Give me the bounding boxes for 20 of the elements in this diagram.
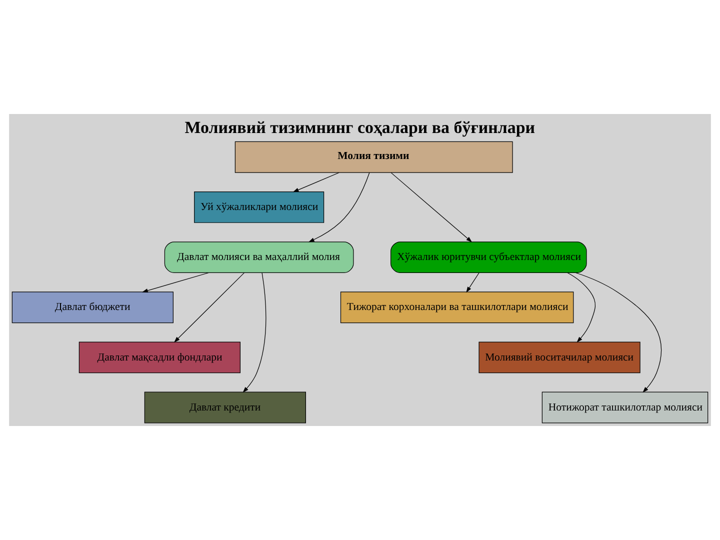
- diagram-title: Молиявий тизимнинг соҳалари ва бўғинлари: [184, 118, 536, 137]
- arrow: [390, 172, 472, 242]
- node-box: Нотижорат ташкилотлар молияси: [542, 392, 708, 424]
- node-box: Давлат кредити: [144, 392, 306, 424]
- node-box: Давлат бюджети: [12, 292, 174, 324]
- node-box: Молиявий воситачилар молияси: [478, 342, 640, 374]
- node-box: Давлат мақсадли фондлари: [78, 342, 241, 374]
- arrow: [292, 172, 340, 192]
- arrow: [575, 272, 662, 393]
- arrow: [142, 272, 210, 293]
- arrow: [308, 172, 370, 242]
- arrow: [466, 272, 480, 293]
- arrow: [174, 272, 245, 342]
- node-box: Давлат молияси ва маҳаллий молия: [164, 242, 354, 273]
- node-box: Уй хўжаликлари молияси: [194, 192, 324, 223]
- node-box: Молия тизими: [234, 141, 513, 173]
- node-box: Хўжалик юритувчи субъектлар молияси: [390, 242, 587, 273]
- arrow: [242, 272, 266, 393]
- node-box: Тижорат корхоналари ва ташкилотлари молияси: [340, 292, 574, 324]
- arrow: [567, 272, 596, 343]
